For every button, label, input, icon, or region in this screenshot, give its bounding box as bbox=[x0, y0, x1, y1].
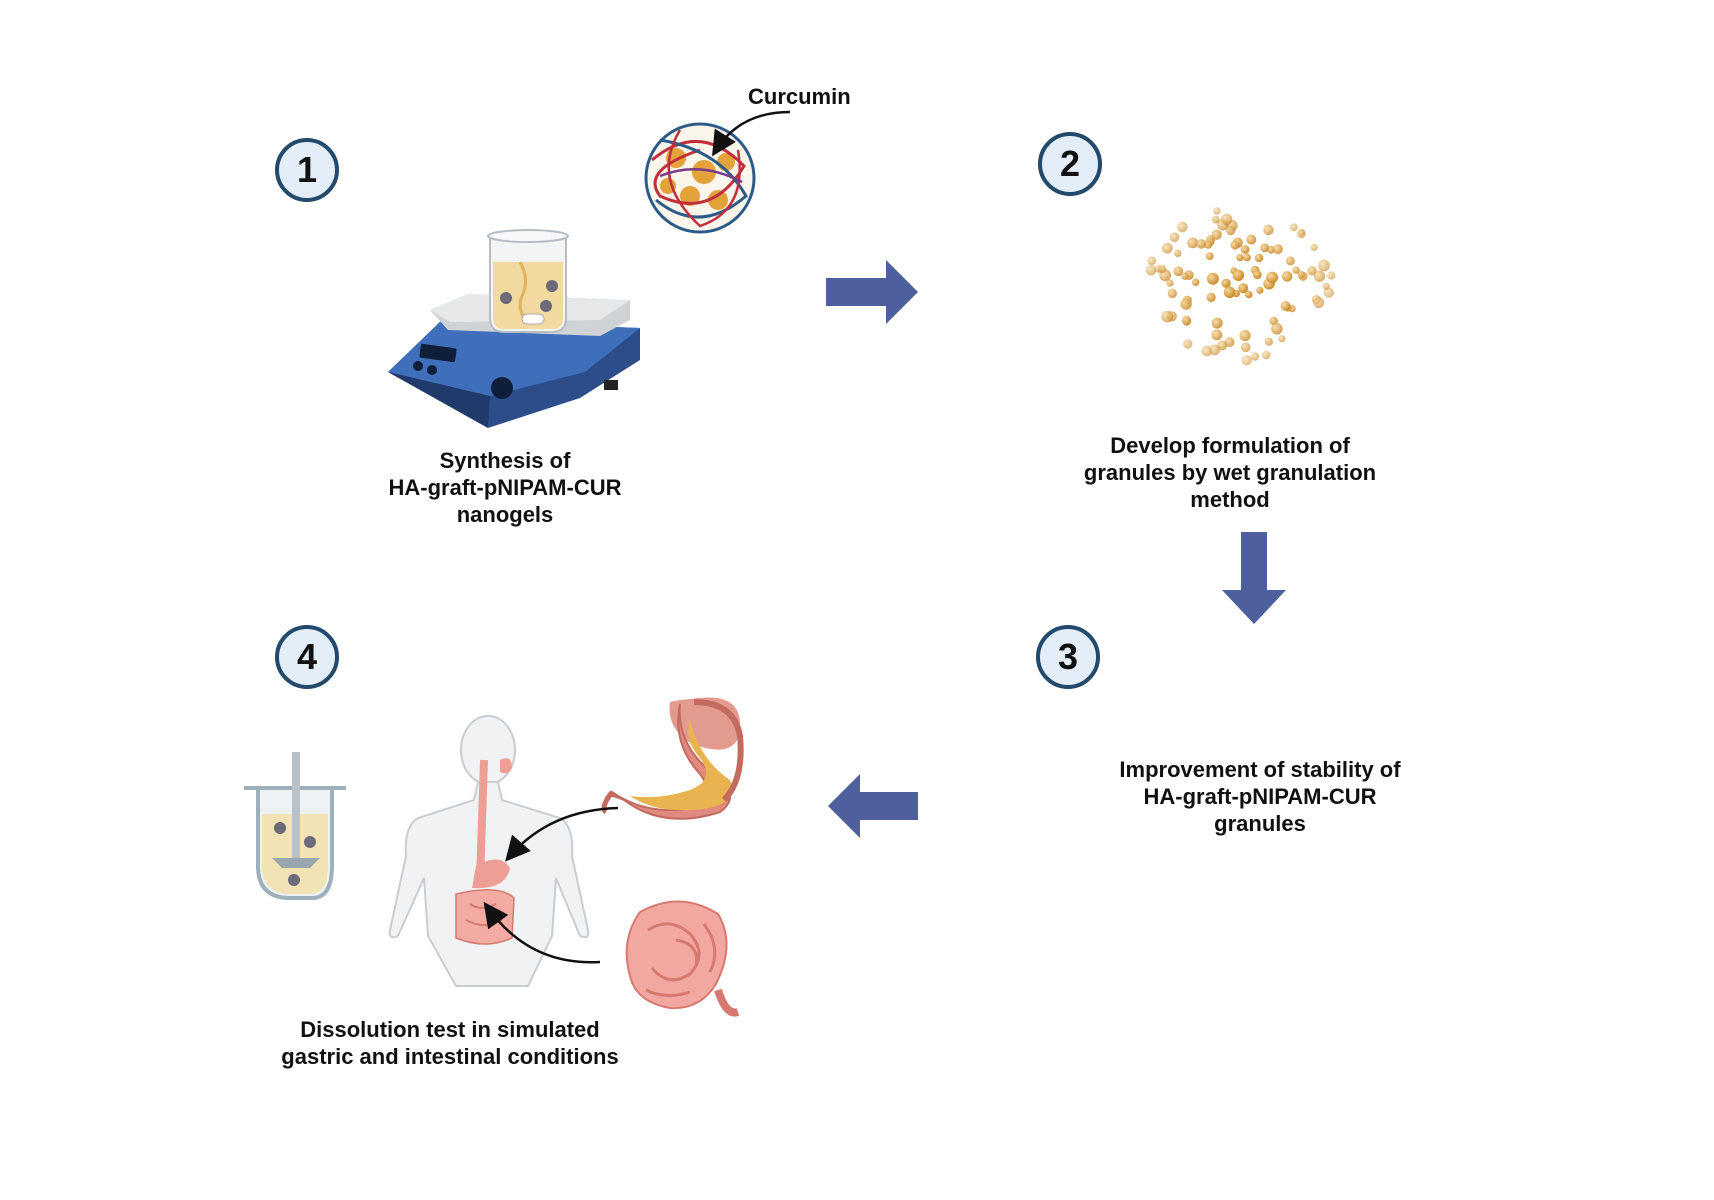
step-1-caption: Synthesis of HA-graft-pNIPAM-CUR nanogel… bbox=[388, 448, 622, 527]
granule bbox=[1181, 315, 1192, 325]
granule bbox=[1169, 232, 1180, 242]
granule bbox=[1221, 213, 1233, 226]
granule bbox=[1196, 239, 1207, 249]
human-body-icon bbox=[388, 715, 590, 987]
granule bbox=[1177, 221, 1188, 233]
granule bbox=[1209, 344, 1220, 356]
curcumin-label: Curcumin bbox=[748, 84, 851, 109]
granule bbox=[1280, 301, 1291, 311]
granule bbox=[1223, 286, 1236, 299]
granule bbox=[1256, 286, 1264, 294]
granule bbox=[1211, 229, 1222, 240]
granule bbox=[1236, 254, 1244, 262]
arrow-step2-to-step3 bbox=[1222, 532, 1286, 624]
stomach-icon bbox=[601, 697, 744, 820]
arrow-step3-to-step4 bbox=[828, 774, 918, 838]
granule bbox=[1240, 342, 1251, 353]
granule bbox=[1322, 282, 1330, 290]
granule bbox=[1224, 337, 1235, 348]
granule bbox=[1272, 244, 1283, 255]
step-3-badge: 3 bbox=[1036, 625, 1100, 689]
granules-icon bbox=[1145, 207, 1336, 366]
arrow-step1-to-step2 bbox=[826, 260, 918, 324]
granule bbox=[1158, 265, 1167, 274]
granule bbox=[1181, 272, 1189, 280]
beaker-icon bbox=[487, 229, 569, 333]
granule bbox=[1271, 323, 1283, 335]
granule bbox=[1166, 279, 1174, 287]
granule bbox=[1211, 215, 1220, 224]
granule bbox=[1167, 288, 1178, 299]
granule bbox=[1286, 256, 1295, 266]
granule bbox=[1145, 265, 1157, 276]
granule bbox=[1289, 223, 1298, 232]
granule bbox=[1313, 297, 1325, 309]
granule bbox=[1230, 240, 1240, 250]
granule bbox=[1239, 330, 1251, 342]
granule bbox=[1250, 352, 1260, 361]
granule bbox=[1183, 339, 1193, 349]
intestine-pointer-arrow bbox=[483, 901, 601, 964]
granule bbox=[1297, 271, 1306, 279]
step-2-badge: 2 bbox=[1038, 132, 1102, 196]
dissolution-vessel-icon bbox=[244, 752, 346, 900]
granule bbox=[1254, 253, 1264, 263]
granule bbox=[1238, 283, 1249, 294]
granule bbox=[1323, 287, 1334, 298]
granule bbox=[1211, 329, 1223, 341]
granule bbox=[1221, 278, 1231, 288]
granule bbox=[1217, 340, 1227, 351]
granule bbox=[1161, 310, 1174, 323]
granule bbox=[1281, 271, 1293, 282]
granule bbox=[1264, 337, 1273, 346]
granule bbox=[1260, 243, 1270, 253]
granule bbox=[1192, 278, 1200, 286]
granule bbox=[1180, 298, 1192, 310]
granule bbox=[1147, 256, 1157, 266]
granule bbox=[1241, 355, 1252, 366]
granule bbox=[1263, 224, 1274, 236]
granule bbox=[1307, 266, 1317, 276]
step-1-badge: 1 bbox=[275, 138, 339, 202]
granule bbox=[1313, 270, 1326, 282]
granule bbox=[1226, 225, 1236, 236]
granule bbox=[1252, 270, 1262, 279]
granule bbox=[1173, 266, 1184, 277]
granule bbox=[1174, 249, 1182, 257]
granule bbox=[1261, 350, 1271, 360]
granule bbox=[1161, 242, 1173, 254]
intestine-icon bbox=[625, 900, 740, 1017]
granule bbox=[1187, 237, 1199, 249]
granule bbox=[1246, 234, 1257, 245]
granule bbox=[1240, 245, 1250, 254]
stomach-pointer-arrow bbox=[505, 806, 619, 862]
granule bbox=[1297, 229, 1306, 239]
granule bbox=[1206, 292, 1216, 302]
granule bbox=[1318, 259, 1330, 272]
granule bbox=[1310, 243, 1318, 251]
granule bbox=[1269, 316, 1278, 326]
granule bbox=[1213, 207, 1221, 215]
granule bbox=[1204, 240, 1213, 249]
step-4-caption: Dissolution test in simulated gastric an… bbox=[281, 1017, 619, 1069]
granule bbox=[1205, 252, 1214, 260]
granule bbox=[1206, 272, 1219, 285]
granule bbox=[1245, 290, 1253, 299]
granule bbox=[1327, 271, 1336, 280]
granule bbox=[1278, 335, 1286, 343]
granule bbox=[1232, 269, 1245, 281]
granule bbox=[1211, 317, 1223, 329]
granule bbox=[1292, 266, 1300, 274]
step-3-caption: Improvement of stability of HA-graft-pNI… bbox=[1119, 757, 1401, 836]
nanogel-icon bbox=[644, 110, 791, 234]
step-2-caption: Develop formulation of granules by wet g… bbox=[1083, 433, 1377, 512]
granule bbox=[1266, 271, 1279, 284]
granule bbox=[1243, 253, 1251, 262]
step-4-badge: 4 bbox=[275, 625, 339, 689]
